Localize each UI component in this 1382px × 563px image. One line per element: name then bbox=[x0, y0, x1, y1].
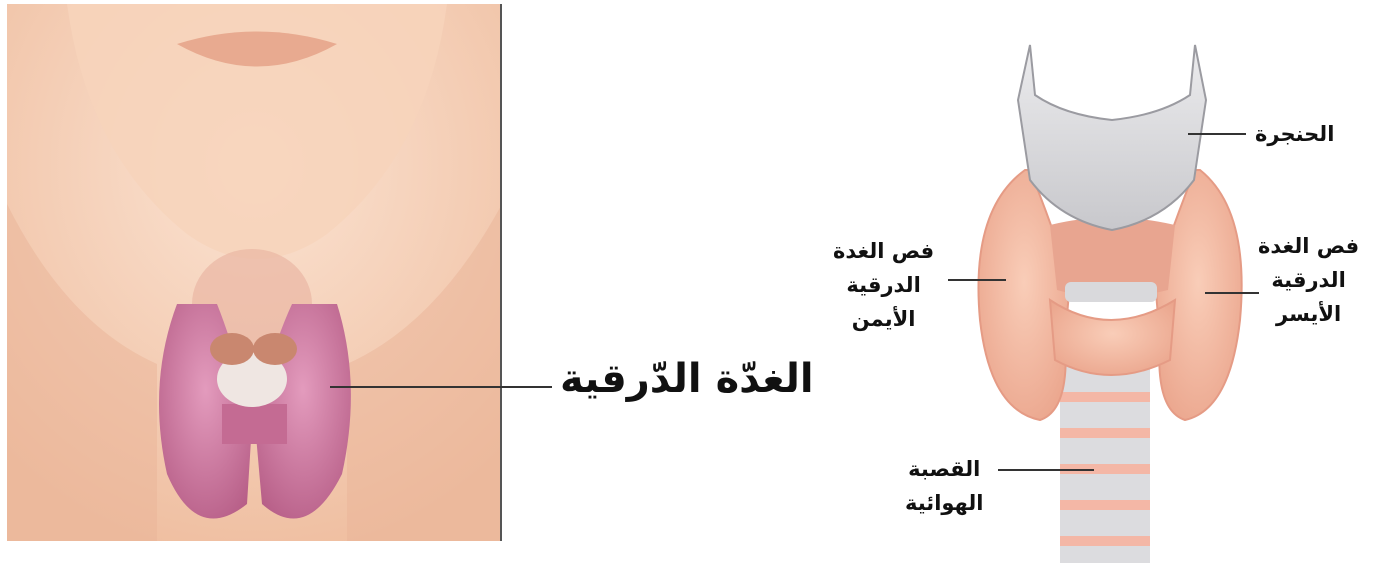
left-lobe-line-1: فص الغدة bbox=[1258, 229, 1359, 263]
trachea-line-2: الهوائية bbox=[905, 486, 984, 520]
trachea-line-1: القصبة bbox=[905, 452, 984, 486]
left-lobe-line-2: الدرقية bbox=[1258, 263, 1359, 297]
trachea-leader-line bbox=[998, 469, 1094, 471]
left-lobe-line-3: الأيسر bbox=[1258, 297, 1359, 331]
right-lobe-line-2: الدرقية bbox=[833, 268, 934, 302]
right-lobe-line-3: الأيمن bbox=[833, 302, 934, 336]
thyroid-leader-line bbox=[330, 386, 552, 388]
thyroid-gland-label: الغدّة الدّرقية bbox=[560, 356, 814, 402]
right-lobe-line-1: فص الغدة bbox=[833, 234, 934, 268]
trachea-label: القصبة الهوائية bbox=[905, 452, 984, 520]
larynx-label: الحنجرة bbox=[1255, 117, 1334, 151]
larynx-leader-line bbox=[1188, 133, 1246, 135]
neck-illustration bbox=[7, 4, 502, 541]
left-lobe-leader-line bbox=[1205, 292, 1259, 294]
right-lobe-label: فص الغدة الدرقية الأيمن bbox=[833, 234, 934, 336]
left-lobe-label: فص الغدة الدرقية الأيسر bbox=[1258, 229, 1359, 331]
right-lobe-leader-line bbox=[948, 279, 1006, 281]
